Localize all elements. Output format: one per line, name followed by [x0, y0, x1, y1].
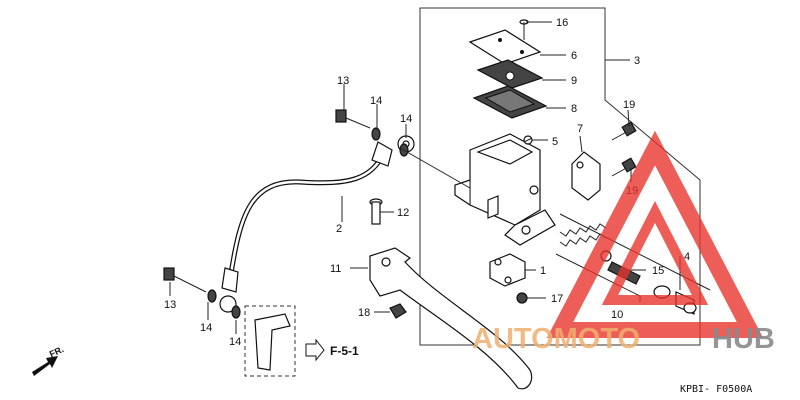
master-cylinder-body: [454, 133, 556, 246]
brake-hose-2: [221, 141, 393, 293]
bolt-19-lower: [611, 157, 637, 177]
watermark-triangle-outer: [546, 130, 764, 338]
callout-9: 9: [571, 75, 577, 87]
screw-5: [523, 135, 533, 145]
callout-12: 12: [397, 207, 409, 219]
leader-lines: [169, 21, 681, 334]
watermark-text-part2: HUB: [712, 323, 775, 355]
front-label: FR.: [48, 344, 65, 359]
holder-7: [571, 151, 601, 201]
callout-4: 4: [684, 251, 690, 263]
callout-13-lower: 13: [164, 299, 176, 311]
bolt-13-upper: [335, 109, 371, 129]
callout-14-lower-b: 14: [229, 336, 241, 348]
callout-16: 16: [556, 17, 568, 29]
nut-18: [389, 303, 407, 319]
screw-16: [519, 19, 529, 40]
front-arrow: [32, 356, 58, 376]
reference-arrow: [305, 338, 325, 362]
bolt-19-upper: [611, 121, 637, 141]
reference-label: F-5-1: [330, 344, 359, 358]
protector-part: [244, 305, 296, 377]
callout-15: 15: [652, 265, 664, 277]
callout-2: 2: [336, 223, 342, 235]
diaphragm-8: [472, 85, 548, 119]
banjo-lower: [207, 289, 241, 319]
callout-10: 10: [611, 309, 623, 321]
callout-17: 17: [551, 293, 563, 305]
diagram-code: KPBI- F0500A: [680, 384, 752, 395]
watermark-logo: [546, 130, 764, 338]
watermark-triangle-inner: [601, 201, 709, 305]
callout-18: 18: [358, 307, 370, 319]
piston-set-bracket-bottom: [555, 253, 641, 297]
callout-14-lower-a: 14: [200, 322, 212, 334]
watermark-text: AUTOMOTO HUB: [472, 323, 775, 355]
brake-switch-1: [489, 253, 526, 287]
reservoir-cap: [468, 29, 542, 65]
plate-9: [476, 59, 544, 89]
callout-7: 7: [577, 123, 583, 135]
callout-19-upper: 19: [623, 99, 635, 111]
watermark-text-part1: AUTOMOTO: [472, 323, 640, 355]
pivot-bolt-12: [369, 198, 383, 225]
callout-6: 6: [571, 50, 577, 62]
callout-1: 1: [540, 265, 546, 277]
screw-17: [516, 292, 528, 304]
callout-13-upper: 13: [337, 75, 349, 87]
callout-8: 8: [571, 103, 577, 115]
callout-5: 5: [552, 136, 558, 148]
callout-14-upper-b: 14: [400, 113, 412, 125]
piston-spring: [559, 223, 607, 247]
callout-14-upper-a: 14: [370, 95, 382, 107]
assembly-box: [419, 7, 701, 346]
bolt-13-lower: [163, 267, 207, 293]
brake-lever-11: [369, 247, 533, 390]
callout-11: 11: [330, 263, 341, 275]
callout-3: 3: [634, 55, 640, 67]
